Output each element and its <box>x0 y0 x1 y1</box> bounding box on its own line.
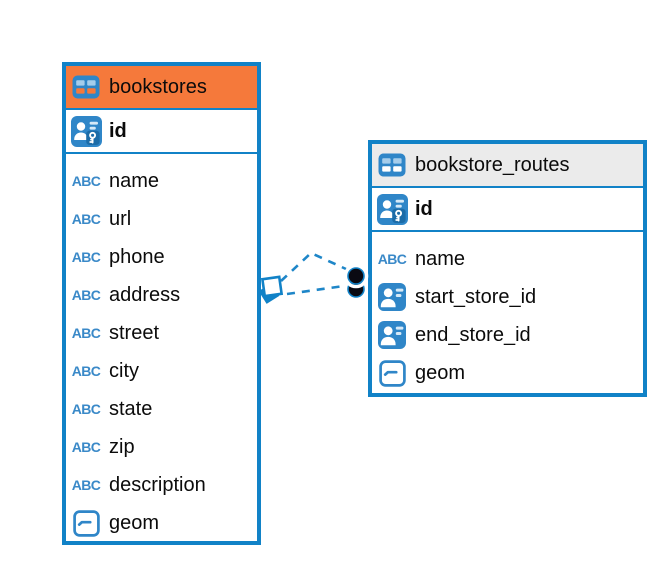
text-type-icon: ABC <box>69 401 103 417</box>
column-row-name[interactable]: ABC name <box>66 162 257 200</box>
abc-glyph: ABC <box>71 211 101 227</box>
column-name: description <box>109 473 206 496</box>
column-name: geom <box>109 511 160 534</box>
column-name: zip <box>109 435 135 458</box>
table-bookstore-routes-header[interactable]: bookstore_routes <box>372 144 643 188</box>
abc-glyph: ABC <box>71 249 101 265</box>
column-name: phone <box>109 245 165 268</box>
abc-glyph: ABC <box>71 325 101 341</box>
column-row-zip[interactable]: ABC zip <box>66 428 257 466</box>
column-row-city[interactable]: ABC city <box>66 352 257 390</box>
text-type-icon: ABC <box>69 363 103 379</box>
column-row-address[interactable]: ABC address <box>66 276 257 314</box>
column-row-geom[interactable]: geom <box>372 354 643 392</box>
abc-glyph: ABC <box>71 173 101 189</box>
geometry-type-icon <box>69 509 103 537</box>
column-row-state[interactable]: ABC state <box>66 390 257 428</box>
column-name: street <box>109 321 160 344</box>
column-name: url <box>109 207 132 230</box>
column-name: name <box>415 247 466 270</box>
geometry-type-icon <box>375 359 409 387</box>
column-row-name[interactable]: ABC name <box>372 240 643 278</box>
text-type-icon: ABC <box>69 439 103 455</box>
column-name: end_store_id <box>415 323 531 346</box>
column-name: state <box>109 397 153 420</box>
column-name: geom <box>415 361 466 384</box>
column-name: id <box>109 119 127 142</box>
foreign-key-type-icon <box>375 321 409 349</box>
text-type-icon: ABC <box>375 251 409 267</box>
dot-end-marker <box>343 263 369 298</box>
table-bookstores-header[interactable]: bookstores <box>66 66 257 110</box>
column-row-street[interactable]: ABC street <box>66 314 257 352</box>
text-type-icon: ABC <box>69 287 103 303</box>
abc-glyph: ABC <box>71 439 101 455</box>
text-type-icon: ABC <box>69 477 103 493</box>
diamond-end-marker <box>258 275 284 304</box>
column-row-id[interactable]: id <box>372 188 643 232</box>
column-row-geom[interactable]: geom <box>66 504 257 542</box>
column-row-url[interactable]: ABC url <box>66 200 257 238</box>
table-title: bookstores <box>109 75 207 98</box>
table-bookstore-routes[interactable]: bookstore_routes id ABC name start_store_… <box>368 140 647 397</box>
routes-column-list: ABC name start_store_id end_store_id geom <box>372 232 643 393</box>
relation-line-upper[interactable] <box>280 251 347 282</box>
text-type-icon: ABC <box>69 249 103 265</box>
table-title: bookstore_routes <box>415 153 570 176</box>
abc-glyph: ABC <box>71 401 101 417</box>
column-name: id <box>415 197 433 220</box>
table-icon <box>377 153 407 177</box>
relation-bookstores-to-routes[interactable] <box>258 251 369 304</box>
abc-glyph: ABC <box>71 363 101 379</box>
column-row-phone[interactable]: ABC phone <box>66 238 257 276</box>
column-row-id[interactable]: id <box>66 110 257 154</box>
primary-key-icon <box>375 193 409 225</box>
abc-glyph: ABC <box>71 287 101 303</box>
column-name: city <box>109 359 139 382</box>
column-row-description[interactable]: ABC description <box>66 466 257 504</box>
abc-glyph: ABC <box>377 251 407 267</box>
text-type-icon: ABC <box>69 173 103 189</box>
column-name: address <box>109 283 181 306</box>
column-name: start_store_id <box>415 285 537 308</box>
foreign-key-type-icon <box>375 283 409 311</box>
table-icon <box>71 75 101 99</box>
column-row-end_store_id[interactable]: end_store_id <box>372 316 643 354</box>
column-name: name <box>109 169 160 192</box>
text-type-icon: ABC <box>69 211 103 227</box>
abc-glyph: ABC <box>71 477 101 493</box>
text-type-icon: ABC <box>69 325 103 341</box>
column-row-start_store_id[interactable]: start_store_id <box>372 278 643 316</box>
relation-line-lower[interactable] <box>286 284 345 296</box>
primary-key-icon <box>69 115 103 147</box>
